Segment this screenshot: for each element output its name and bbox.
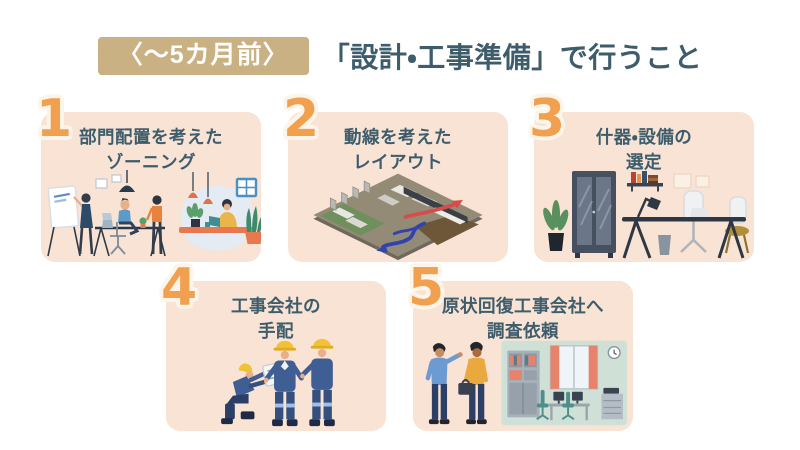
step-number-3: 3 [529, 89, 566, 149]
flow-layout-svg [313, 173, 483, 261]
restoration-survey-svg [425, 340, 627, 426]
furniture-selection-svg [543, 171, 750, 259]
step-title-5: 原状回復工事会社へ 調査依頼 [442, 296, 604, 341]
construction-workers-svg [221, 338, 335, 427]
step-number-5: 5 [408, 258, 445, 318]
step-number-1: 1 [36, 89, 73, 149]
office-zoning-svg [47, 170, 261, 257]
step-title-3: 什器・設備の 選定 [595, 127, 693, 172]
step-card-zoning: 1 部門配置を考えた ゾーニング [36, 93, 261, 262]
office-zoning-illustration [41, 170, 261, 262]
step-title-2: 動線を考えた レイアウト [344, 127, 452, 172]
construction-workers-illustration [166, 333, 386, 431]
restoration-survey-illustration [413, 333, 633, 431]
step-title-1: 部門配置を考えた ゾーニング [79, 127, 223, 172]
step-card-construction: 4 工事会社の 手配 [161, 262, 386, 431]
step-number-4: 4 [161, 258, 198, 318]
step-number-2: 2 [283, 89, 320, 149]
step-card-furniture: 3 什器・設備の 選定 [529, 93, 754, 262]
header: 〈〜5カ月前〉 「設計・工事準備」で行うこと [0, 36, 800, 76]
step-title-4: 工事会社の 手配 [231, 296, 321, 341]
step-card-flow-layout: 2 動線を考えた レイアウト [283, 93, 508, 262]
timeline-badge: 〈〜5カ月前〉 [97, 37, 309, 75]
step-card-restoration: 5 原状回復工事会社へ 調査依頼 [408, 262, 633, 431]
flow-layout-illustration [288, 168, 508, 262]
page-title: 「設計・工事準備」で行うこと [321, 42, 703, 73]
furniture-selection-illustration [534, 167, 754, 262]
